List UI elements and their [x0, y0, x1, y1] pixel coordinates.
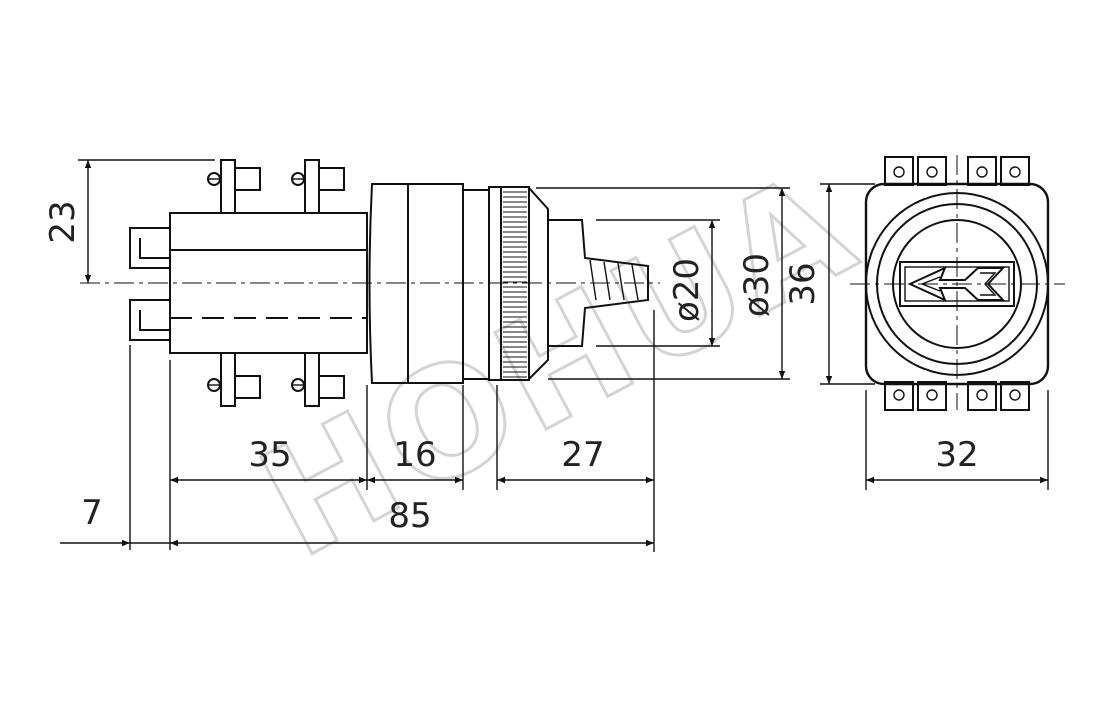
dim-length-27: 27 [561, 435, 604, 475]
watermark: HOHUA [235, 137, 883, 592]
dim-width-32: 32 [935, 435, 978, 475]
side-view: 23 ø20 ø30 35 16 27 85 7 [43, 159, 790, 552]
dim-length-7: 7 [81, 493, 103, 533]
dim-height-36: 36 [783, 262, 823, 305]
dim-length-16: 16 [393, 435, 436, 475]
terminal-screw-bottom-2 [291, 352, 345, 407]
terminals-bottom [884, 381, 1030, 411]
terminal-clip-top [129, 227, 170, 269]
dim-height-23: 23 [43, 200, 83, 243]
terminal-screw-top-2 [291, 159, 345, 214]
dim-length-35: 35 [248, 435, 291, 475]
mounting-collar [368, 183, 464, 384]
terminal-clip-bottom [129, 299, 170, 341]
dim-length-85: 85 [388, 496, 431, 536]
dim-diameter-20: ø20 [667, 258, 707, 322]
terminal-screw-top-1 [207, 159, 261, 214]
terminal-screw-bottom-1 [207, 352, 261, 407]
lever-handle [548, 219, 649, 347]
front-view: 36 32 [783, 155, 1065, 490]
dim-diameter-30: ø30 [737, 253, 777, 317]
bezel [528, 187, 549, 380]
knurl-pattern [503, 191, 527, 378]
